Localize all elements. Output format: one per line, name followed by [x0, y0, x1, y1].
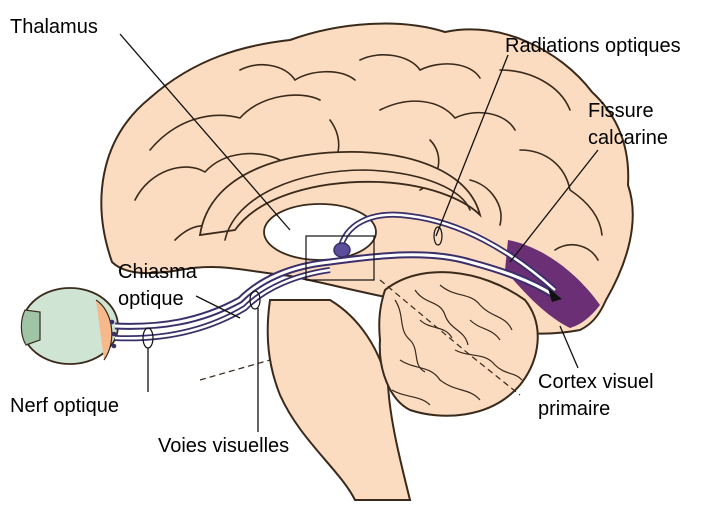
dashed-line-2 [200, 360, 270, 380]
eye [21, 288, 118, 364]
label-fissure-line1: Fissure [588, 100, 654, 122]
label-chiasma-line1: Chiasma [118, 261, 198, 283]
thalamus-region [264, 204, 376, 260]
label-voies-visuelles: Voies visuelles [158, 435, 289, 457]
label-chiasma-line2: optique [118, 288, 184, 310]
label-fissure-line2: calcarine [588, 127, 668, 149]
label-cortex-line1: Cortex visuel [538, 371, 654, 393]
label-thalamus: Thalamus [10, 16, 98, 38]
label-radiations-optiques: Radiations optiques [505, 35, 681, 57]
label-nerf-optique: Nerf optique [10, 395, 119, 417]
label-cortex-line2: primaire [538, 398, 610, 420]
